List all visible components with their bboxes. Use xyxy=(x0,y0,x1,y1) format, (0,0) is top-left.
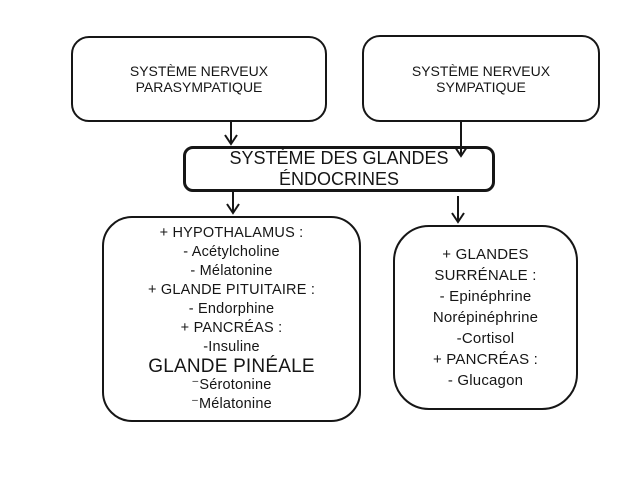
box-title-line: PARASYMPATIQUE xyxy=(135,79,263,95)
gland-list-line: ⁻Mélatonine xyxy=(191,396,272,412)
box-title-line: SYSTÈME NERVEUX xyxy=(411,62,551,79)
box-title-line: ÉNDOCRINES xyxy=(278,169,399,189)
arrow-parasympathique-to-endocrines xyxy=(224,121,238,146)
arrow-endocrines-to-right-glands xyxy=(451,196,465,224)
box-systeme-nerveux-parasympatique: SYSTÈME NERVEUX PARASYMPATIQUE xyxy=(71,36,327,122)
gland-list-line: + PANCRÉAS : xyxy=(180,320,283,336)
box-title-line: SYSTÈME NERVEUX xyxy=(129,63,269,79)
gland-list-line: + GLANDE PITUITAIRE : xyxy=(147,282,316,298)
gland-list-line: -Cortisol xyxy=(456,330,515,347)
gland-list-line: - Glucagon xyxy=(447,372,524,389)
box-title-line: SYMPATIQUE xyxy=(436,78,526,95)
gland-list-line-glande-pineale: GLANDE PINÉALE xyxy=(148,356,315,377)
gland-list-line: - Acétylcholine xyxy=(183,244,280,260)
arrow-endocrines-to-left-glands xyxy=(226,192,240,215)
box-systeme-nerveux-sympatique: SYSTÈME NERVEUX SYMPATIQUE xyxy=(362,35,600,122)
gland-list-line: - Epinéphrine xyxy=(439,288,532,305)
box-glandes-surrenale-pancreas: + GLANDES SURRÉNALE : - Epinéphrine Noré… xyxy=(393,225,578,410)
gland-list-line: - Endorphine xyxy=(188,301,275,317)
box-hypothalamus-pituitaire-pancreas-pineale: + HYPOTHALAMUS : - Acétylcholine - Mélat… xyxy=(102,216,361,422)
gland-list-line: + HYPOTHALAMUS : xyxy=(159,225,304,241)
gland-list-line: + PANCRÉAS : xyxy=(432,351,539,368)
gland-list-line: - Mélatonine xyxy=(190,263,273,279)
box-systeme-glandes-endocrines: SYSTÈME DES GLANDES ÉNDOCRINES xyxy=(183,146,495,192)
gland-list-line: SURRÉNALE : xyxy=(434,267,537,284)
gland-list-line: Norépinéphrine xyxy=(432,309,539,326)
gland-list-line: -Insuline xyxy=(203,339,260,355)
gland-list-line: ⁻Sérotonine xyxy=(191,377,272,393)
gland-list-line: + GLANDES xyxy=(442,246,529,263)
box-title-line: SYSTÈME DES GLANDES xyxy=(229,148,449,168)
